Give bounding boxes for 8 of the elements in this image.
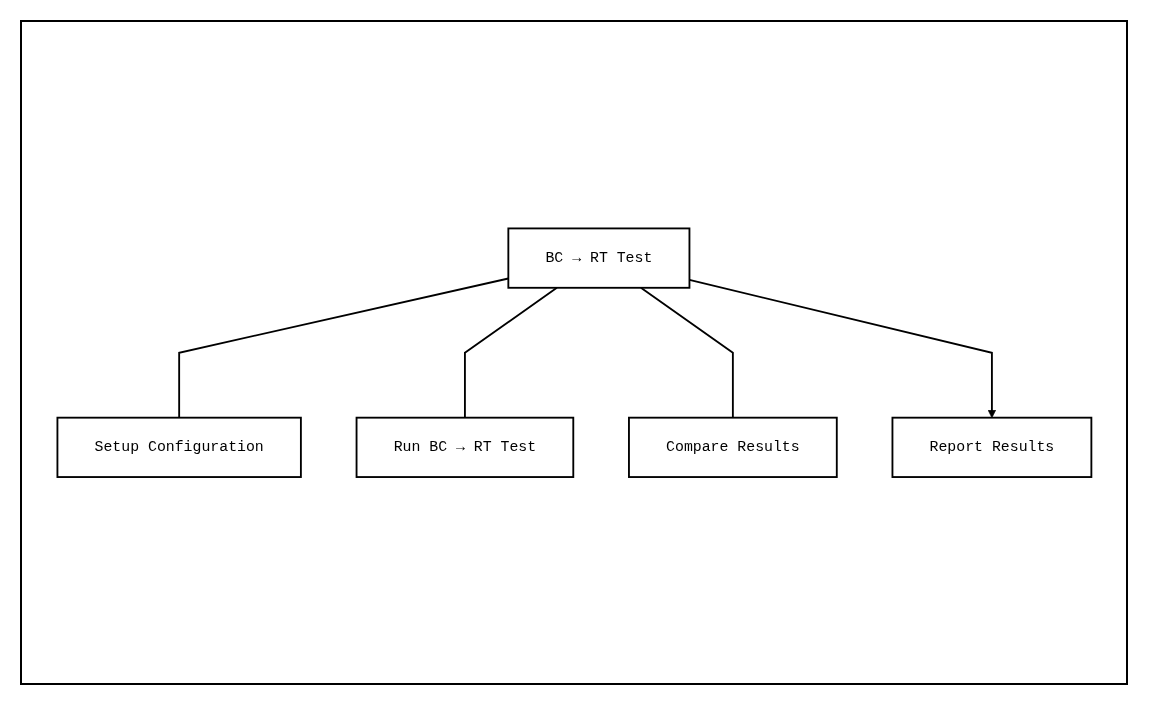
node-box bbox=[355, 416, 574, 478]
node-box bbox=[891, 416, 1092, 478]
node-box bbox=[627, 416, 838, 478]
connector bbox=[463, 286, 558, 419]
connector bbox=[639, 286, 734, 419]
node-box bbox=[507, 227, 690, 289]
page-frame: BC → RT Test Setup Configuration Run BC → RT Test Compare Results Report Results bbox=[20, 20, 1128, 685]
node-box bbox=[56, 416, 302, 478]
